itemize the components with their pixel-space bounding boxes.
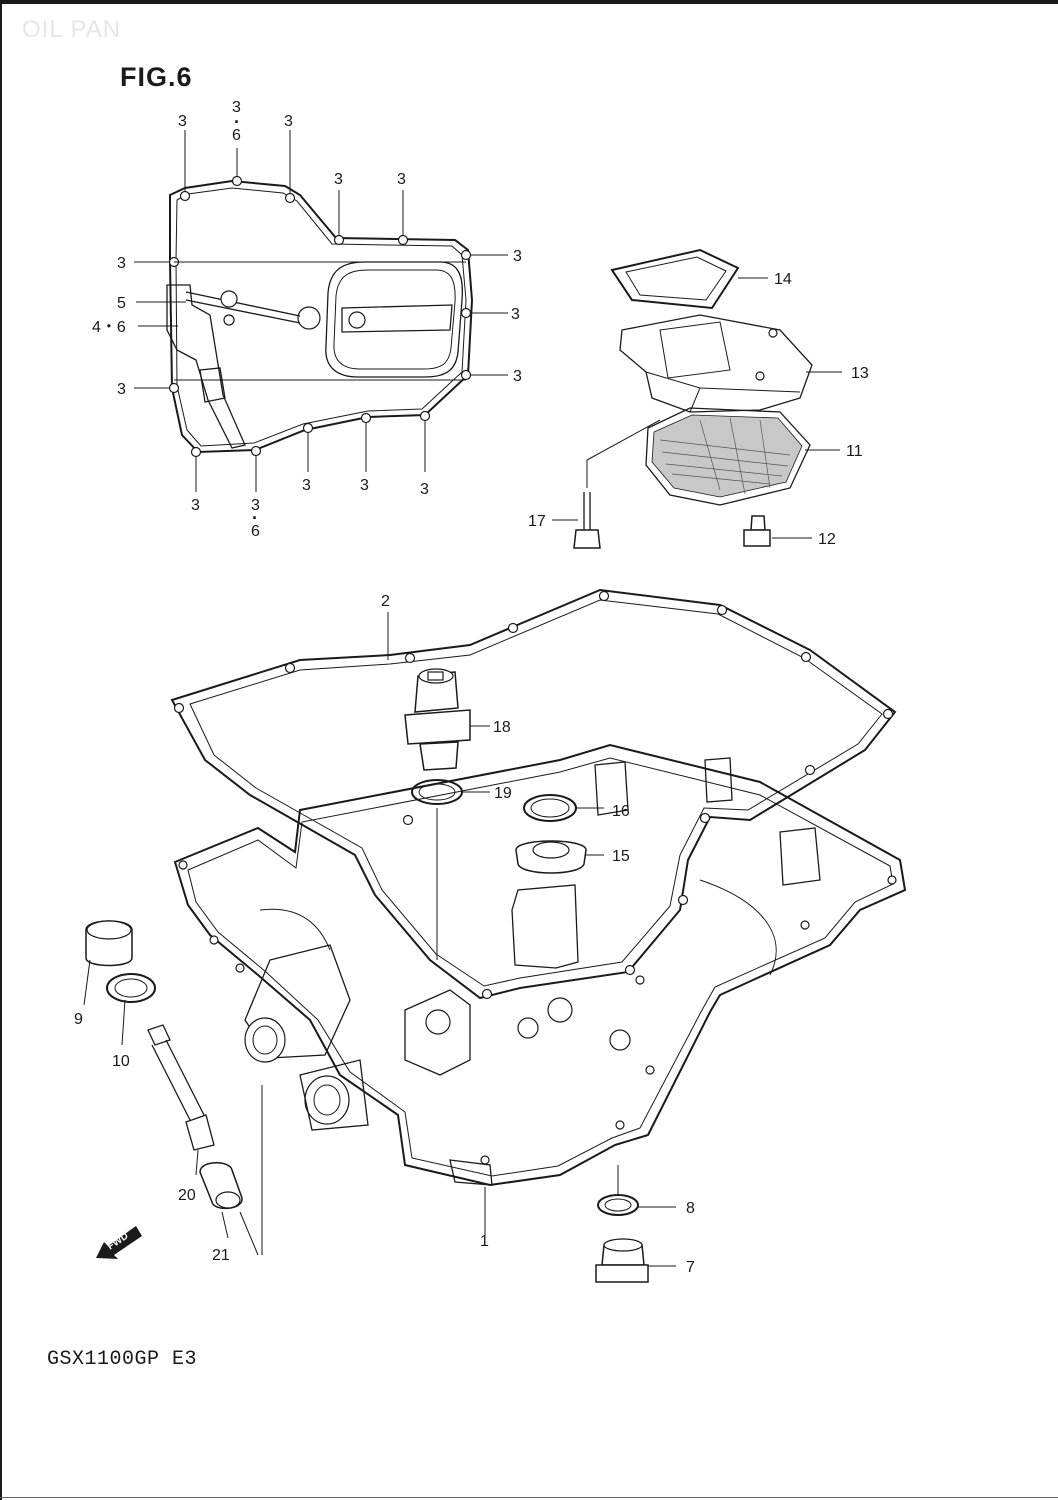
callout-14: 14 xyxy=(774,271,792,288)
oil-pan-body xyxy=(173,743,907,1235)
o-ring-19 xyxy=(411,779,490,805)
oil-pressure-switch xyxy=(404,668,490,960)
callout-3: 3 xyxy=(232,99,241,116)
callout-20: 20 xyxy=(178,1187,196,1204)
page-bottom-border xyxy=(0,1497,1058,1498)
callout-10: 10 xyxy=(112,1053,130,1070)
oil-pan-top-view xyxy=(134,130,508,492)
callout-3: 3 xyxy=(513,368,522,385)
callout-15: 15 xyxy=(612,848,630,865)
callout-18: 18 xyxy=(493,719,511,736)
relief-valve-parts xyxy=(83,920,263,1256)
callout-12: 12 xyxy=(818,531,836,548)
callout-3: 3 xyxy=(511,306,520,323)
callout-3: 3 xyxy=(251,497,260,514)
callout-2: 2 xyxy=(381,593,390,610)
callout-3: 3 xyxy=(360,477,369,494)
callout-11: 11 xyxy=(846,443,863,460)
callout-3: 3 xyxy=(420,481,429,498)
model-code: GSX1100GP E3 xyxy=(47,1348,198,1371)
callout-19: 19 xyxy=(494,785,512,802)
callout-1: 1 xyxy=(480,1233,489,1250)
callout-3: 3 xyxy=(117,381,126,398)
callout-3: 3 xyxy=(334,171,343,188)
callout-separator: · xyxy=(234,112,240,132)
callout-3: 3 xyxy=(284,113,293,130)
gasket-bolt-holes xyxy=(173,590,894,1000)
oil-strainer-assembly xyxy=(552,248,842,549)
callout-7: 7 xyxy=(686,1259,695,1276)
callout-17: 17 xyxy=(528,513,546,530)
callout-3: 3 xyxy=(513,248,522,265)
page-left-border xyxy=(0,0,2,1500)
callout-21: 21 xyxy=(212,1247,230,1264)
callout-5: 5 xyxy=(117,295,126,312)
bolt-hole-set xyxy=(168,175,472,458)
callout-6: 6 xyxy=(232,127,241,144)
callout-16: 16 xyxy=(612,803,630,820)
forward-arrow-icon: FWD xyxy=(96,1226,142,1259)
oil-pan-gasket xyxy=(170,588,897,1000)
callout-separator: · xyxy=(252,508,258,528)
callout-labels: 3 3 · 6 3 3 3 3 3 3 3 5 4・6 3 3 3 · 6 3 … xyxy=(74,99,869,1276)
callout-8: 8 xyxy=(686,1200,695,1217)
figure-label: FIG.6 xyxy=(120,62,193,92)
callout-3: 3 xyxy=(191,497,200,514)
collar-15 xyxy=(515,840,604,874)
callout-3: 3 xyxy=(117,255,126,272)
o-ring-16 xyxy=(523,794,604,822)
callout-3: 3 xyxy=(397,171,406,188)
callout-6: 6 xyxy=(251,523,260,540)
callout-13: 13 xyxy=(851,365,869,382)
callout-3: 3 xyxy=(302,477,311,494)
callout-3: 3 xyxy=(178,113,187,130)
drain-plug-parts xyxy=(595,1165,676,1283)
callout-9: 9 xyxy=(74,1011,83,1028)
callout-4-6: 4・6 xyxy=(92,319,126,336)
section-title: OIL PAN xyxy=(22,16,122,43)
page-top-border xyxy=(0,0,1058,4)
